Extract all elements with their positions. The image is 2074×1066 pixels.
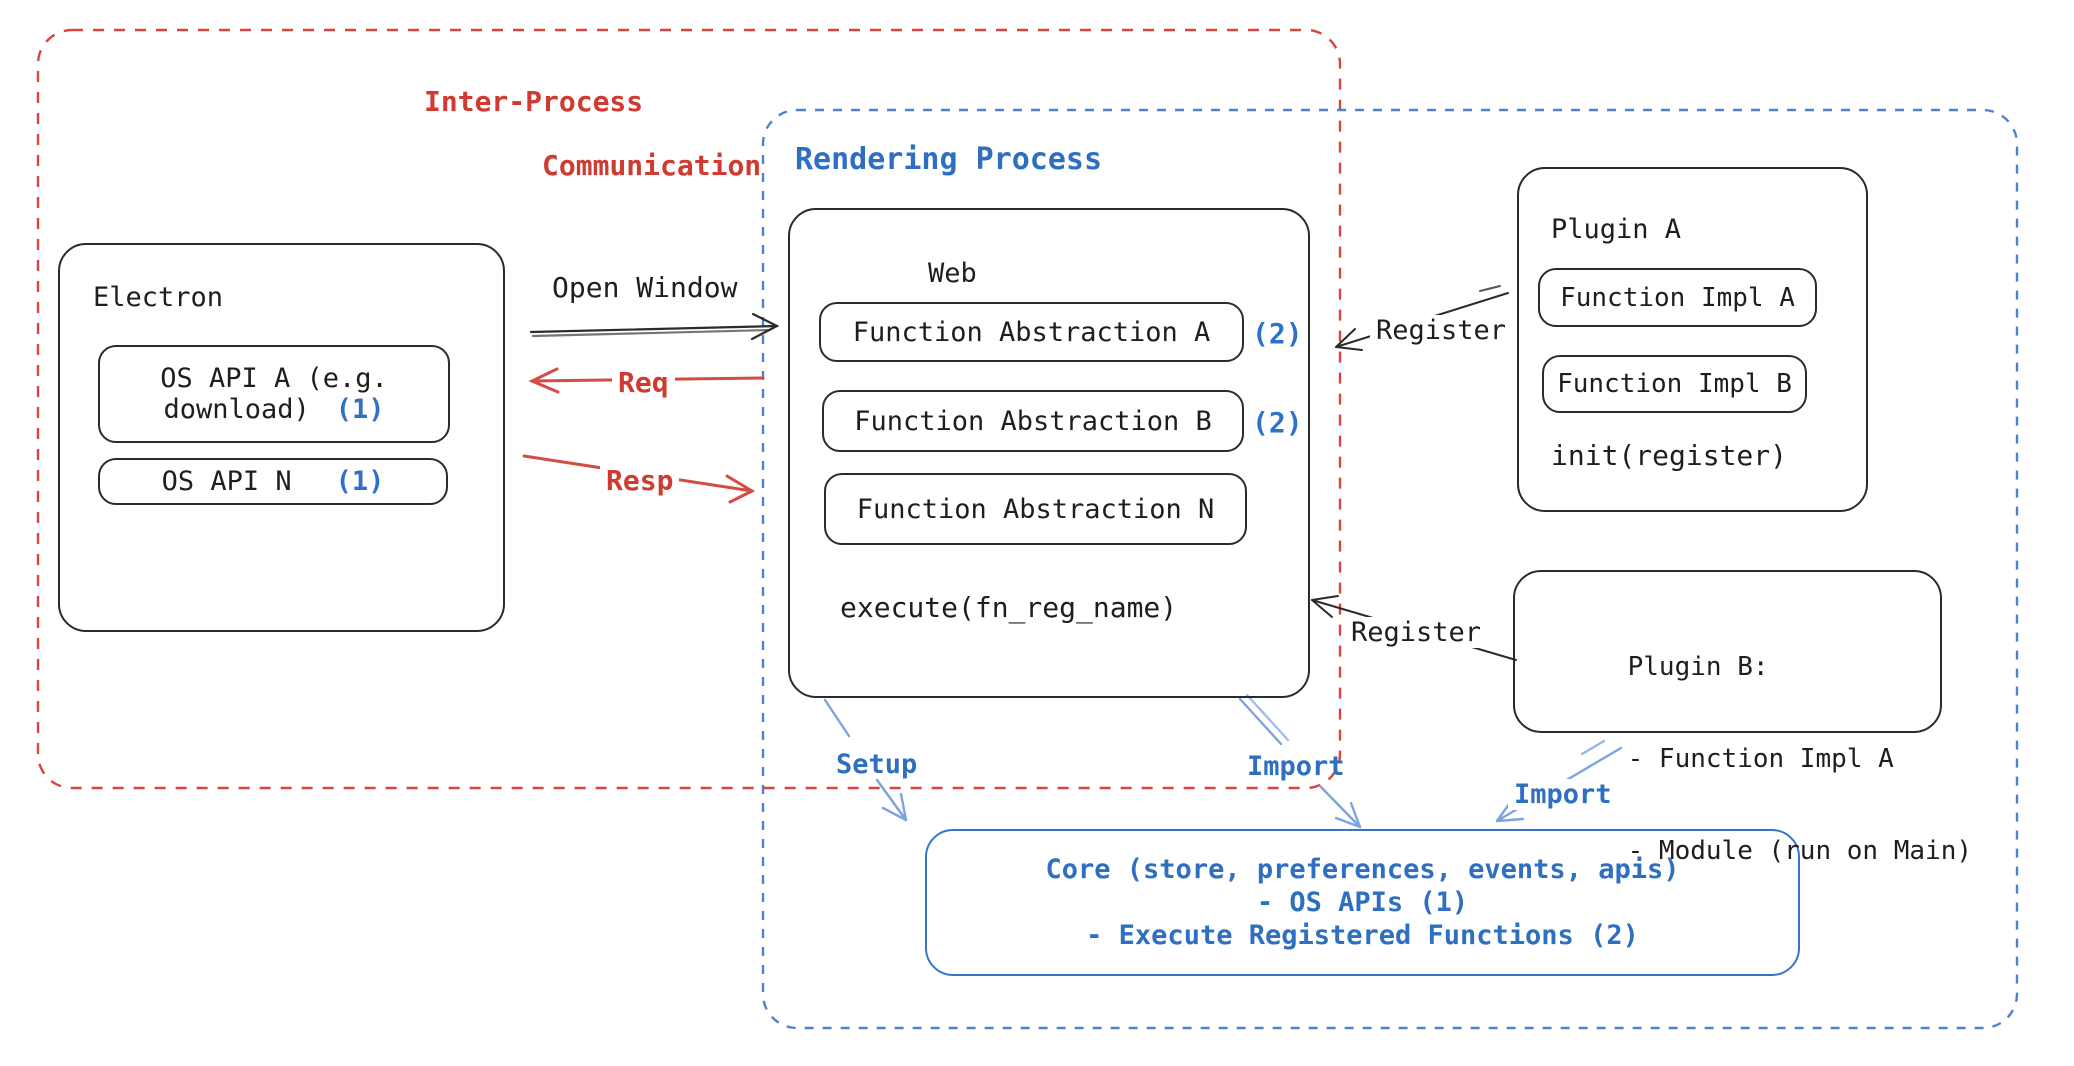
os-api-n-label: OS API N: [161, 466, 292, 497]
os-api-a-ref: (1): [335, 394, 385, 425]
plugin-a-box: [1517, 167, 1868, 512]
os-api-a-line1: OS API A (e.g.: [160, 363, 388, 394]
rendering-group-label: Rendering Process: [795, 142, 1103, 177]
core-line-1: Core (store, preferences, events, apis): [1045, 854, 1680, 885]
plugin-b-box: [1513, 570, 1942, 733]
electron-title: Electron: [93, 282, 224, 313]
rendering-dashed-boundary: [761, 108, 2019, 1030]
os-api-a-line2: download): [163, 394, 310, 425]
core-line-3: - Execute Registered Functions (2): [1086, 920, 1639, 951]
function-impl-b-label: Function Impl B: [1557, 369, 1792, 399]
os-api-n-ref: (1): [335, 466, 385, 497]
os-api-a-box: [98, 345, 450, 443]
plugin-a-init-label: init(register): [1551, 439, 1788, 472]
ipc-dashed-boundary: [36, 28, 1342, 790]
function-abstraction-n-label: Function Abstraction N: [856, 493, 1215, 525]
ipc-group-label: Inter-Process Communication: [424, 85, 762, 182]
function-abstraction-a-box: [819, 302, 1244, 362]
register-b-label: Register: [1345, 617, 1488, 649]
plugin-b-title: Plugin B:: [1627, 652, 1769, 682]
electron-box: [58, 243, 505, 632]
function-abstraction-b-ref: (2): [1252, 406, 1303, 439]
os-api-n-box: [98, 458, 448, 505]
function-impl-b-box: [1542, 355, 1807, 413]
web-box: [788, 208, 1310, 698]
plugin-a-title: Plugin A: [1551, 214, 1682, 245]
function-abstraction-b-label: Function Abstraction B: [854, 405, 1212, 437]
setup-arrow: [823, 698, 908, 822]
open-window-label: Open Window: [552, 271, 738, 304]
function-abstraction-b-box: [822, 390, 1244, 452]
core-box: [925, 829, 1800, 976]
register-a-label: Register: [1370, 315, 1513, 347]
req-label: Req: [612, 366, 675, 400]
function-impl-a-label: Function Impl A: [1560, 282, 1795, 313]
open-window-arrow: [529, 312, 780, 341]
web-execute-label: execute(fn_reg_name): [840, 591, 1178, 624]
web-title: Web: [928, 258, 977, 289]
resp-label: Resp: [600, 464, 680, 498]
import-plugin-label: Import: [1508, 779, 1618, 811]
plugin-b-item-1: - Function Impl A: [1627, 744, 1894, 774]
function-impl-a-box: [1538, 268, 1817, 327]
function-abstraction-n-box: [824, 473, 1247, 545]
import-web-arrow: [1238, 693, 1362, 829]
core-line-2: - OS APIs (1): [1256, 887, 1469, 918]
setup-label: Setup: [836, 749, 918, 780]
ipc-group-label-line2: Communication: [542, 149, 762, 182]
function-abstraction-a-label: Function Abstraction A: [852, 316, 1211, 348]
function-abstraction-a-ref: (2): [1252, 317, 1303, 350]
import-web-label: Import: [1247, 751, 1345, 782]
plugin-b-item-2: - Module (run on Main): [1627, 836, 1972, 866]
